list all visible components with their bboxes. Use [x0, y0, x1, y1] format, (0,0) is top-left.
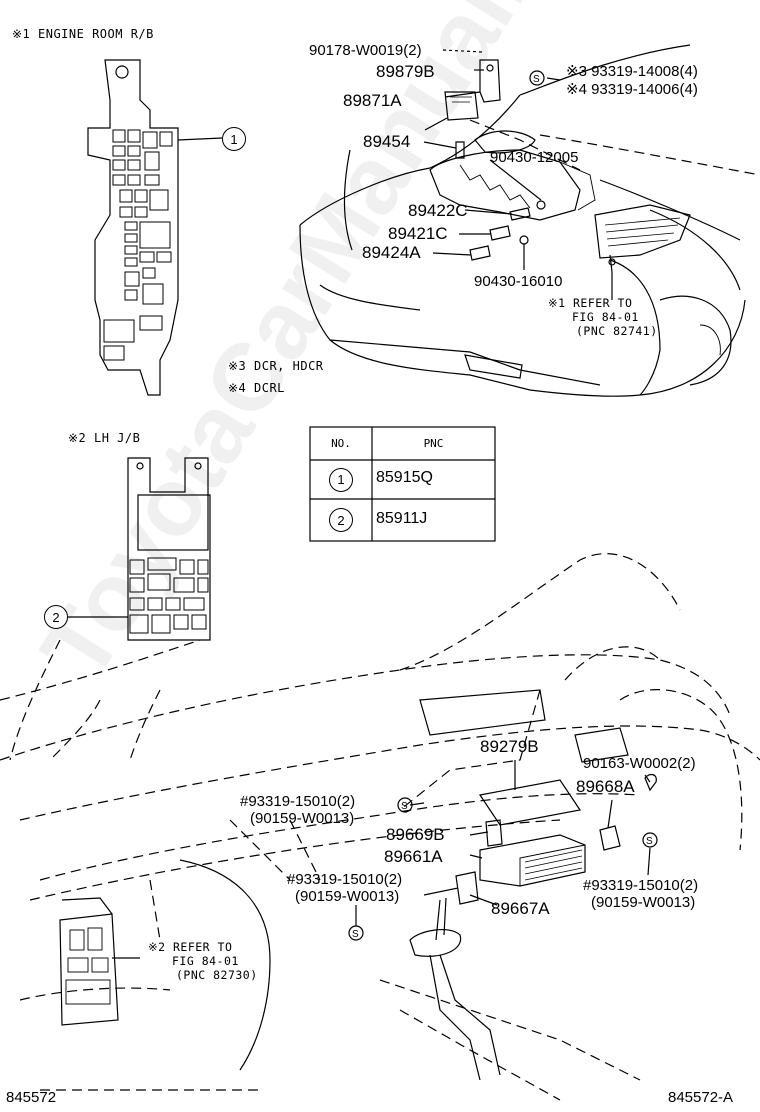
part-90430-12005: 90430-12005 — [490, 149, 579, 166]
svg-text:S: S — [646, 836, 653, 847]
note-engine-room-relay-block: ※1 ENGINE ROOM R/B — [12, 27, 154, 41]
table-row-2-no-cell: 2 — [310, 499, 372, 541]
part-89879b: 89879B — [376, 62, 435, 81]
refer-note-1-line-3: (PNC 82741) — [576, 324, 658, 338]
part-93319-15010-middle: #93319-15010(2) — [287, 871, 403, 888]
note-lh-junction-block: ※2 LH J/B — [68, 431, 141, 445]
note-dcrl: ※4 DCRL — [228, 381, 285, 395]
engine-bay-drawing: S — [299, 44, 760, 397]
part-90430-16010: 90430-16010 — [474, 273, 563, 290]
callout-1: 1 — [222, 127, 246, 151]
svg-text:S: S — [533, 74, 540, 85]
part-90159-w0013-middle: (90159-W0013) — [295, 888, 400, 905]
part-90163-w0002: 90163-W0002(2) — [583, 755, 696, 772]
part-93319-14008: ※3 93319-14008(4) — [566, 63, 698, 80]
diagram-code-right: 845572-A — [668, 1089, 734, 1106]
table-header-pnc: PNC — [423, 437, 444, 450]
diagram-code-left: 845572 — [6, 1089, 57, 1106]
part-89661a: 89661A — [384, 847, 443, 866]
table-row-1-no: 1 — [329, 467, 353, 492]
part-93319-15010-upper: #93319-15010(2) — [240, 793, 356, 810]
engine-room-relay-block-drawing — [87, 59, 223, 396]
callout-2: 2 — [44, 605, 68, 629]
dashboard-drawing: S S S — [0, 553, 760, 1101]
part-89669b: 89669B — [386, 825, 445, 844]
part-89668a: 89668A — [576, 777, 635, 796]
svg-text:S: S — [352, 929, 359, 940]
table-row-2-pnc: 85911J — [376, 510, 428, 527]
part-90159-w0013-right: (90159-W0013) — [591, 894, 696, 911]
part-89422c: 89422C — [408, 201, 468, 220]
table-header-no: NO. — [331, 437, 351, 450]
part-89454: 89454 — [363, 132, 411, 151]
part-90159-w0013-upper: (90159-W0013) — [250, 810, 355, 827]
lh-junction-block-drawing — [68, 457, 211, 641]
refer-note-1-line-2: FIG 84-01 — [572, 310, 639, 324]
refer-note-2-line-2: FIG 84-01 — [172, 954, 239, 968]
table-row-1-no-cell: 1 — [310, 460, 372, 499]
part-89667a: 89667A — [491, 899, 550, 918]
table-row-2-no: 2 — [329, 508, 353, 532]
refer-note-2-line-1: ※2 REFER TO — [148, 940, 233, 954]
part-89279b: 89279B — [480, 737, 539, 756]
part-93319-15010-right: #93319-15010(2) — [583, 877, 699, 894]
part-90178-w0019: 90178-W0019(2) — [309, 42, 422, 59]
svg-text:S: S — [401, 801, 408, 812]
part-89871a: 89871A — [343, 91, 402, 110]
pnc-table-grid — [309, 426, 496, 542]
table-row-1-pnc: 85915Q — [376, 469, 433, 486]
note-dcr-hdcr: ※3 DCR, HDCR — [228, 359, 324, 373]
part-93319-14006: ※4 93319-14006(4) — [566, 81, 698, 98]
refer-note-2-line-3: (PNC 82730) — [176, 968, 258, 982]
part-89421c: 89421C — [388, 224, 448, 243]
part-89424a: 89424A — [362, 243, 421, 262]
refer-note-1-line-1: ※1 REFER TO — [548, 296, 633, 310]
